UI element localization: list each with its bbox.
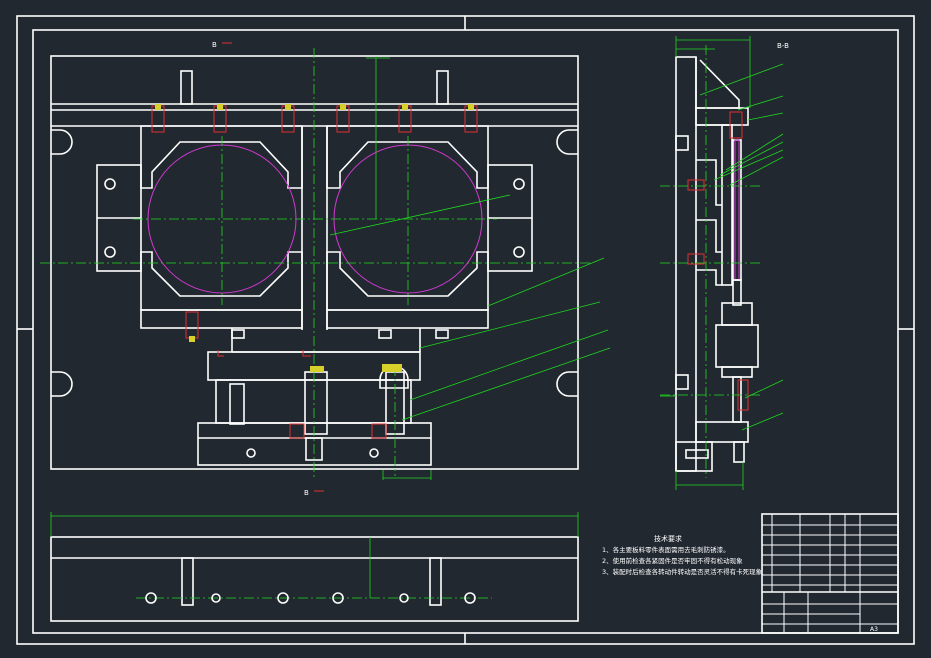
side-view (660, 36, 784, 490)
section-label-top: B (212, 41, 217, 49)
front-view (40, 48, 611, 480)
top-screws (151, 104, 478, 133)
note-item-2: 2、使用前检查各紧固件是否牢固不得有松动现象 (602, 556, 743, 565)
bottom-view (50, 512, 579, 622)
section-label-bottom: B (304, 489, 309, 497)
section-label-side: B-B (777, 42, 789, 50)
drawing-frame (16, 15, 915, 645)
lower-screws (185, 311, 449, 439)
note-item-3: 3、装配时后检查各转动件转动是否灵活不得有卡死现象 (602, 567, 763, 576)
title-block-grid (761, 513, 899, 634)
note-item-1: 1、各主要板料零件表面需用去毛刺防锈漆。 (602, 545, 730, 554)
notes-title: 技术要求 (654, 534, 682, 543)
sheet-size: A3 (870, 626, 878, 633)
